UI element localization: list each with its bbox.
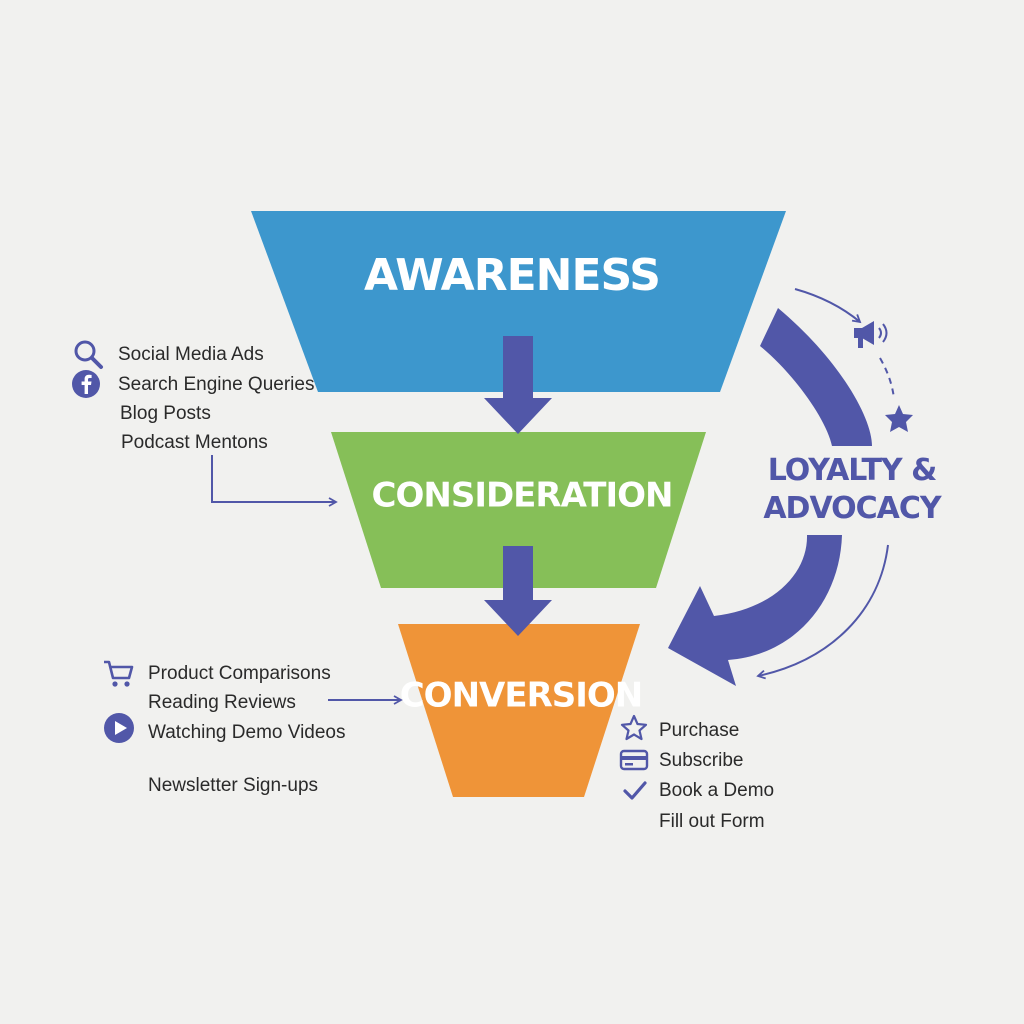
awareness-stage [251, 211, 786, 392]
awareness-channel-item: Blog Posts [120, 403, 211, 424]
search-icon [72, 338, 104, 370]
awareness-connector [211, 455, 338, 507]
loyalty-outer-arc-top [794, 288, 862, 324]
consideration-stage [331, 432, 706, 588]
awareness-channel-item: Search Engine Queries [118, 374, 315, 395]
megaphone-icon [854, 321, 888, 348]
loyalty-loop-arrow-lower [668, 535, 842, 686]
awareness-channel-item: Podcast Mentons [121, 432, 268, 453]
play-icon [103, 712, 135, 744]
consideration-label: CONSIDERATION [372, 476, 673, 516]
consideration-to-conversion-arrow [484, 546, 552, 636]
consideration-activity-item: Product Comparisons [148, 663, 331, 684]
consideration-activity-item: Watching Demo Videos [148, 722, 346, 743]
loyalty-outer-arc-right [879, 357, 895, 399]
loyalty-label-line2: ADVOCACY [763, 491, 943, 526]
consideration-activity-item: Newsletter Sign-ups [148, 775, 319, 796]
conversion-action-item: Book a Demo [659, 780, 775, 801]
conversion-action-item: Purchase [659, 720, 740, 741]
consideration-activity-item: Reading Reviews [148, 692, 296, 713]
awareness-to-consideration-arrow [484, 336, 552, 434]
awareness-label: AWARENESS [364, 250, 660, 301]
star-outline-icon [620, 714, 648, 742]
facebook-icon [71, 369, 101, 399]
cart-icon [102, 658, 136, 690]
checkmark-icon [621, 778, 649, 804]
credit-card-icon [619, 748, 649, 772]
loyalty-label-line1: LOYALTY & [768, 453, 937, 488]
awareness-channel-item: Social Media Ads [118, 344, 264, 365]
loyalty-outer-arc-bottom [756, 544, 889, 680]
star-icon [885, 405, 913, 432]
conversion-action-item: Subscribe [659, 750, 744, 771]
conversion-stage [398, 624, 640, 797]
loyalty-loop-arrow [760, 308, 872, 446]
conversion-action-item: Fill out Form [659, 811, 765, 832]
conversion-label: CONVERSION [400, 676, 643, 716]
